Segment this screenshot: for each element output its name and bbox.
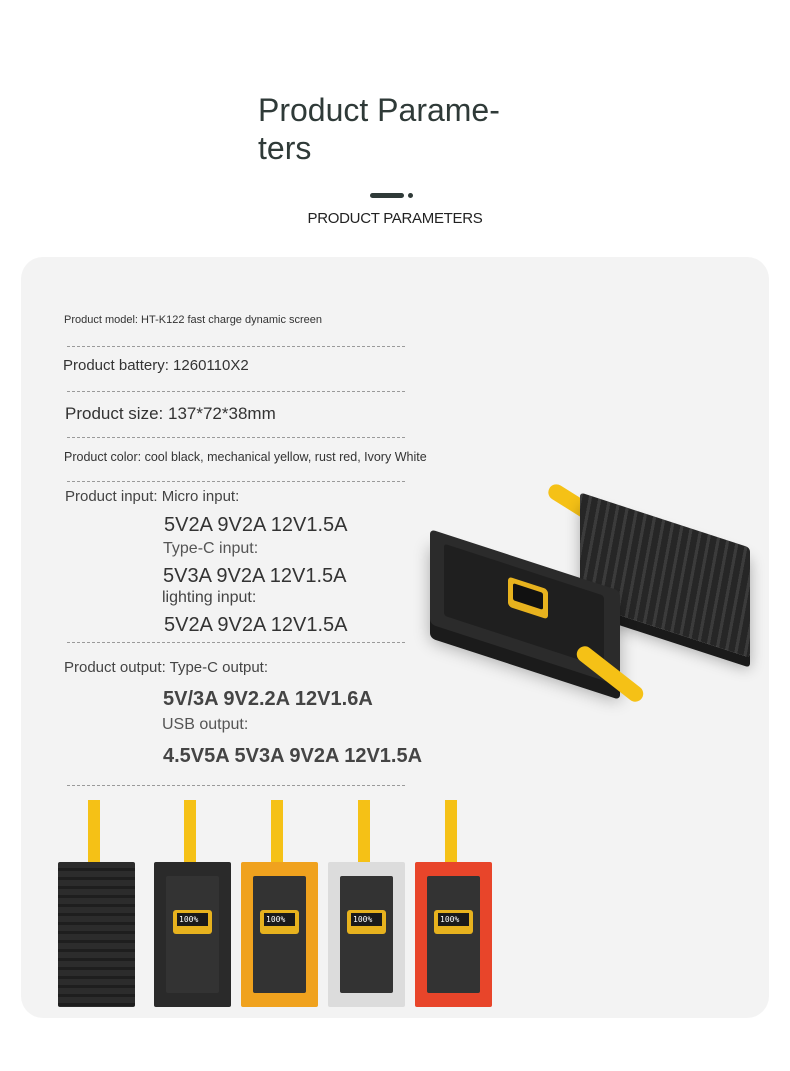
variant-body: 100% — [328, 862, 405, 1007]
lcd-screen: 100% — [260, 910, 299, 934]
strap-tab — [184, 800, 196, 862]
ribbed-back — [58, 862, 135, 1007]
dashed-divider — [67, 642, 405, 643]
pcb-panel: 100% — [166, 876, 219, 993]
lcd-screen: 100% — [347, 910, 386, 934]
section-subtitle: PRODUCT PARAMETERS — [307, 210, 483, 227]
strap-tab — [445, 800, 457, 862]
dashed-divider — [67, 437, 405, 438]
page-title: Product Parame- ters — [258, 92, 500, 166]
dashed-divider — [67, 481, 405, 482]
dashed-divider — [67, 346, 405, 347]
lighting-input-values: 5V2A 9V2A 12V1.5A — [164, 614, 348, 636]
pcb-panel: 100% — [340, 876, 393, 993]
variant-body: 100% — [415, 862, 492, 1007]
micro-input-values: 5V2A 9V2A 12V1.5A — [164, 514, 348, 536]
spec-model: Product model: HT-K122 fast charge dynam… — [64, 314, 323, 326]
divider-bar — [370, 193, 404, 198]
lcd-text: 100% — [351, 913, 382, 926]
dashed-divider — [67, 785, 405, 786]
pcb-panel: 100% — [253, 876, 306, 993]
usb-output-values: 4.5V5A 5V3A 9V2A 12V1.5A — [163, 745, 423, 767]
lcd-text: 100% — [264, 913, 295, 926]
divider-dot — [408, 193, 413, 198]
lighting-input-label: lighting input: — [162, 589, 257, 606]
typec-input-values: 5V3A 9V2A 12V1.5A — [163, 565, 347, 587]
spec-size: Product size: 137*72*38mm — [65, 404, 276, 423]
lcd-text: 100% — [438, 913, 469, 926]
variant-rust-red: 100% — [415, 800, 492, 1010]
strap-tab — [358, 800, 370, 862]
spec-battery: Product battery: 1260110X2 — [63, 357, 249, 374]
typec-input-label: Type-C input: — [163, 540, 259, 557]
lcd-screen: 100% — [434, 910, 473, 934]
typec-output-values: 5V/3A 9V2.2A 12V1.6A — [163, 688, 373, 710]
pcb-panel: 100% — [427, 876, 480, 993]
variant-body: 100% — [154, 862, 231, 1007]
spec-input-label: Product input: Micro input: — [65, 488, 240, 505]
variant-body: 100% — [241, 862, 318, 1007]
spec-output-label: Product output: Type-C output: — [64, 659, 269, 676]
strap-tab — [271, 800, 283, 862]
dashed-divider — [67, 391, 405, 392]
color-variants: 100% 100% 100% 100% — [58, 800, 498, 1010]
lcd-screen: 100% — [173, 910, 212, 934]
product-hero-image — [420, 481, 780, 710]
variant-cool-black: 100% — [154, 800, 231, 1010]
variant-mechanical-yellow: 100% — [241, 800, 318, 1010]
lcd-text: 100% — [177, 913, 208, 926]
variant-ivory-white: 100% — [328, 800, 405, 1010]
variant-black-back — [58, 800, 135, 1010]
strap-tab — [88, 800, 100, 862]
usb-output-label: USB output: — [162, 716, 249, 733]
spec-color: Product color: cool black, mechanical ye… — [64, 450, 427, 464]
